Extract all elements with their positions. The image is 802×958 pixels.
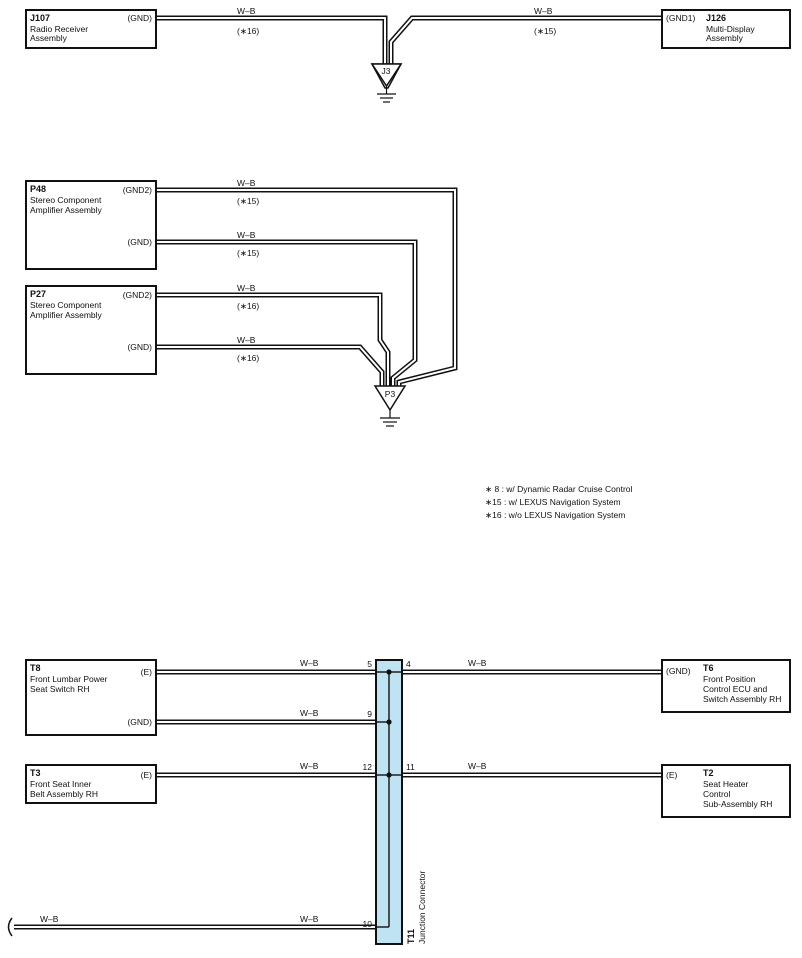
pin-label: (GND2) (123, 290, 152, 300)
component-t2: (E) T2 Seat Heater Control Sub-Assembly … (661, 764, 791, 818)
component-code: P27 (30, 289, 46, 299)
junction-connector-t11: 5 9 12 10 4 11 T11 Junction Connector (363, 659, 427, 945)
component-t6: (GND) T6 Front Position Control ECU and … (661, 659, 791, 713)
wire-color-label: W–B (237, 6, 256, 16)
wire-color-label: W–B (300, 761, 319, 771)
wire-variant-tag: (∗15) (237, 196, 259, 206)
wire-continuation-mark (7, 917, 13, 937)
wire-p27-gnd (155, 344, 385, 386)
splice-dot (386, 669, 392, 675)
wire-color-label: W–B (40, 914, 59, 924)
section-p3-ground: P48 Stereo Component Amplifier Assembly … (25, 178, 458, 427)
wire-j107-gnd (155, 15, 388, 64)
pin-label: (E) (666, 770, 678, 780)
component-code: P48 (30, 184, 46, 194)
wire-color-label: W–B (300, 708, 319, 718)
pin-label: (GND) (127, 342, 152, 352)
pin-number: 9 (367, 709, 372, 719)
wire-color-label: W–B (300, 658, 319, 668)
wire-p48-gnd2 (155, 187, 458, 386)
wire-color-label: W–B (237, 230, 256, 240)
wire-color-label: W–B (468, 761, 487, 771)
note-line: ∗15 : w/ LEXUS Navigation System (485, 497, 621, 507)
component-name: Seat Heater (703, 779, 749, 789)
splice-dot (386, 719, 392, 725)
component-name: Belt Assembly RH (30, 789, 98, 799)
wire-variant-tag: (∗16) (237, 301, 259, 311)
component-t8: T8 Front Lumbar Power Seat Switch RH (E)… (25, 659, 157, 736)
component-code: J107 (30, 13, 50, 23)
pin-label: (GND) (666, 666, 691, 676)
wire-j126-gnd1 (388, 15, 662, 64)
pin-label: (E) (141, 667, 153, 677)
wire-variant-tag: (∗15) (237, 248, 259, 258)
pin-label: (GND) (127, 237, 152, 247)
variant-notes: ∗ 8 : w/ Dynamic Radar Cruise Control ∗1… (485, 484, 633, 520)
component-name: Front Position (703, 674, 756, 684)
component-name: Amplifier Assembly (30, 310, 103, 320)
ground-point-p3: P3 (373, 385, 407, 427)
ground-point-j3: J3 (370, 63, 403, 103)
ground-label: J3 (382, 66, 391, 76)
component-code: T6 (703, 663, 714, 673)
component-j126: (GND1) J126 Multi-Display Assembly (661, 9, 791, 49)
component-p48: P48 Stereo Component Amplifier Assembly … (25, 180, 157, 270)
component-code: T3 (30, 768, 41, 778)
component-name: Front Lumbar Power (30, 674, 108, 684)
component-name: Assembly (30, 33, 68, 43)
component-name: Front Seat Inner (30, 779, 92, 789)
component-p27: P27 Stereo Component Amplifier Assembly … (25, 285, 157, 375)
pin-label: (GND) (127, 13, 152, 23)
pin-number: 5 (367, 659, 372, 669)
component-name: Stereo Component (30, 195, 102, 205)
component-name: Assembly (706, 33, 744, 43)
junction-label: Junction Connector (417, 871, 427, 944)
component-code: T8 (30, 663, 41, 673)
component-name: Multi-Display (706, 24, 755, 34)
component-name: Stereo Component (30, 300, 102, 310)
wire-p27-gnd2 (155, 292, 391, 386)
pin-label: (GND2) (123, 185, 152, 195)
wire-color-label: W–B (534, 6, 553, 16)
component-name: Seat Switch RH (30, 684, 90, 694)
note-line: ∗ 8 : w/ Dynamic Radar Cruise Control (485, 484, 633, 494)
component-name: Control (703, 789, 731, 799)
pin-number: 11 (406, 762, 415, 772)
wire-color-label: W–B (300, 914, 319, 924)
ground-label: P3 (385, 389, 396, 399)
component-name: Radio Receiver (30, 24, 88, 34)
component-name: Sub-Assembly RH (703, 799, 772, 809)
pin-label: (GND1) (666, 13, 695, 23)
junction-code: T11 (406, 929, 416, 944)
pin-label: (E) (141, 770, 153, 780)
component-name: Control ECU and (703, 684, 768, 694)
section-t11-junction: T8 Front Lumbar Power Seat Switch RH (E)… (7, 658, 791, 945)
wire-p48-gnd (155, 239, 418, 386)
component-code: T2 (703, 768, 714, 778)
component-name: Switch Assembly RH (703, 694, 781, 704)
pin-label: (GND) (127, 717, 152, 727)
component-name: Amplifier Assembly (30, 205, 103, 215)
note-line: ∗16 : w/o LEXUS Navigation System (485, 510, 625, 520)
component-t3: T3 Front Seat Inner Belt Assembly RH (E) (25, 764, 157, 804)
wire-variant-tag: (∗16) (237, 353, 259, 363)
wire-color-label: W–B (237, 335, 256, 345)
component-code: J126 (706, 13, 726, 23)
wire-variant-tag: (∗15) (534, 26, 556, 36)
splice-dot (386, 772, 392, 778)
wire-color-label: W–B (468, 658, 487, 668)
wire-color-label: W–B (237, 283, 256, 293)
pin-number: 10 (363, 919, 373, 929)
component-j107: J107 Radio Receiver Assembly (GND) (25, 9, 157, 49)
wire-variant-tag: (∗16) (237, 26, 259, 36)
pin-number: 12 (363, 762, 373, 772)
pin-number: 4 (406, 659, 411, 669)
section-j3-ground: J107 Radio Receiver Assembly (GND) (GND1… (25, 6, 791, 103)
wire-color-label: W–B (237, 178, 256, 188)
